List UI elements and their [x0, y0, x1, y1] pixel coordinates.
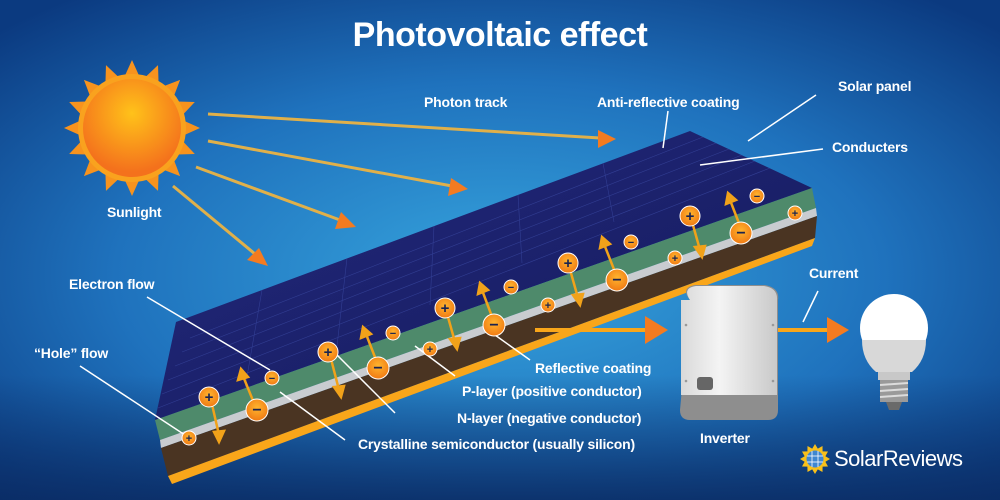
sun-globe-icon: [800, 444, 830, 474]
svg-text:+: +: [672, 253, 678, 265]
svg-text:−: −: [754, 191, 760, 203]
svg-text:+: +: [186, 433, 192, 445]
n-layer: [155, 188, 816, 440]
svg-text:−: −: [373, 360, 382, 377]
label-conducters: Conducters: [832, 139, 908, 155]
brand-name: SolarReviews: [834, 446, 963, 471]
current-arrow-to-bulb: [778, 317, 849, 343]
svg-text:−: −: [628, 237, 634, 249]
svg-text:+: +: [441, 300, 450, 317]
reflective-coating: [168, 238, 815, 484]
sun-icon: [64, 60, 200, 196]
label-hole-flow: “Hole” flow: [34, 345, 109, 361]
svg-text:−: −: [736, 225, 745, 242]
light-bulb-icon: [860, 294, 928, 410]
label-electron-flow: Electron flow: [69, 276, 155, 292]
svg-text:−: −: [489, 317, 498, 334]
leader-lines: [79, 94, 824, 441]
svg-text:+: +: [324, 344, 333, 361]
page-title: Photovoltaic effect: [352, 16, 648, 54]
label-current: Current: [809, 265, 859, 281]
label-crystalline-semiconductor: Crystalline semiconductor (usually silic…: [358, 436, 635, 452]
label-reflective-coating: Reflective coating: [535, 360, 652, 376]
p-layer: [161, 216, 817, 476]
svg-text:−: −: [269, 373, 275, 385]
label-anti-reflective-coating: Anti-reflective coating: [597, 94, 740, 110]
label-sunlight: Sunlight: [107, 204, 162, 220]
label-photon-track: Photon track: [424, 94, 508, 110]
label-solar-panel: Solar panel: [838, 78, 912, 94]
svg-text:−: −: [612, 272, 621, 289]
svg-text:+: +: [427, 344, 433, 356]
svg-text:+: +: [205, 389, 214, 406]
svg-text:−: −: [390, 328, 396, 340]
svg-text:+: +: [686, 208, 695, 225]
inverter-icon: [680, 285, 779, 420]
label-inverter: Inverter: [700, 430, 750, 446]
label-p-layer: P-layer (positive conductor): [462, 383, 642, 399]
charge-carriers: [181, 188, 803, 446]
svg-text:+: +: [564, 255, 573, 272]
charge-signs: + − − + + − − + + − − + + − − + + − − +: [186, 191, 798, 445]
solarreviews-logo: SolarReviews: [800, 444, 963, 474]
current-arrow-to-inverter: [535, 316, 668, 344]
svg-text:+: +: [545, 300, 551, 312]
svg-text:−: −: [252, 402, 261, 419]
label-n-layer: N-layer (negative conductor): [457, 410, 642, 426]
photon-track-arrows: [172, 112, 616, 266]
svg-text:+: +: [792, 208, 798, 220]
svg-text:−: −: [508, 282, 514, 294]
